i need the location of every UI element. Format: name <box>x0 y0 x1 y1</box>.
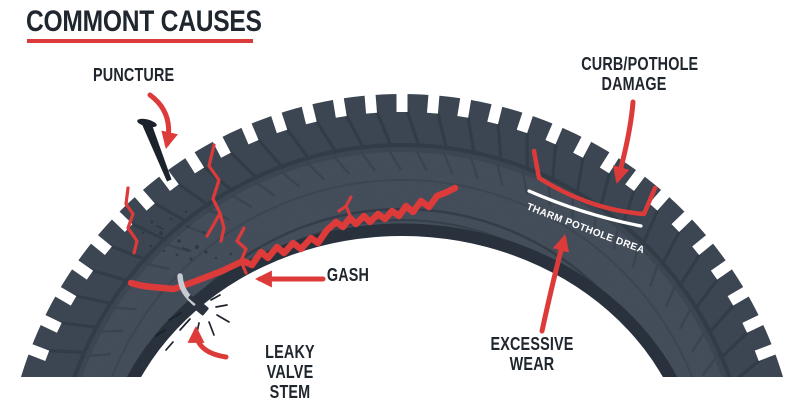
damage-bracket <box>531 148 658 217</box>
label-gash: GASH <box>326 265 370 285</box>
left-crack <box>124 186 139 255</box>
title-underline <box>27 39 253 43</box>
curb-pothole-arrow <box>612 99 636 184</box>
annotation-arrows <box>147 92 636 360</box>
air-spray-lines <box>155 294 230 351</box>
label-puncture: PUNCTURE <box>93 65 175 85</box>
sidewall-debris <box>141 210 233 261</box>
label-leaky-valve-stem: LEAKY VALVE STEM <box>265 342 315 400</box>
tread-wear-line <box>527 189 643 228</box>
gash-crack <box>127 184 459 293</box>
valve-stem-icon <box>177 273 209 316</box>
puncture-arrow <box>147 92 178 149</box>
label-excessive-wear: EXCESSIVE WEAR <box>490 334 574 375</box>
bead-crack <box>235 226 248 275</box>
puncture-crack <box>205 143 226 243</box>
excessive-wear-arrow <box>539 234 570 334</box>
page-title: COMMONT CAUSES <box>26 5 262 38</box>
leaky-valve-arrow <box>187 325 229 360</box>
label-curb-pothole-damage: CURB/POTHOLE DAMAGE <box>581 54 699 95</box>
nail-icon <box>137 118 172 182</box>
tire-arc <box>21 91 783 377</box>
sidewall-cracks <box>124 143 354 275</box>
